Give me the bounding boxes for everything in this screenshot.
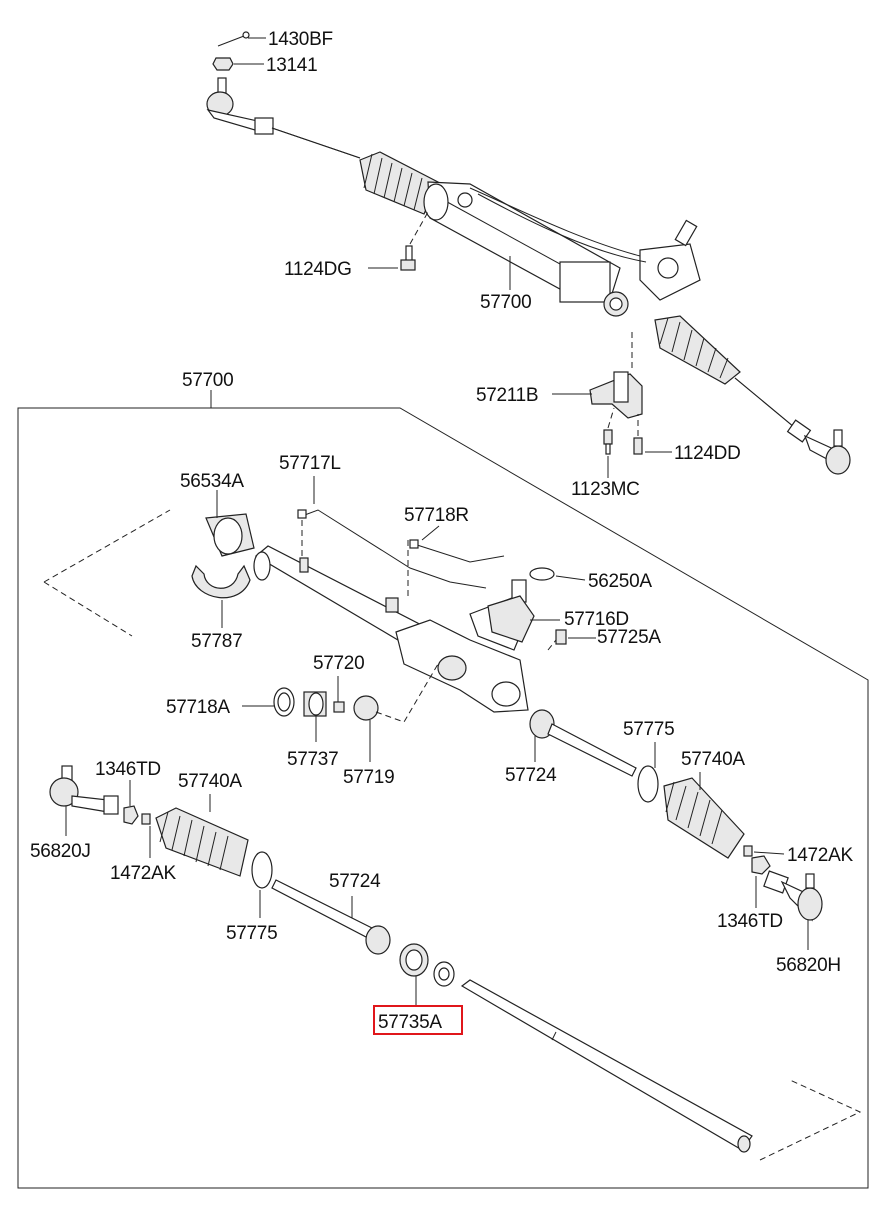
pipe-57718R[interactable] xyxy=(409,539,505,563)
nut-57720[interactable] xyxy=(333,701,345,713)
label-57717L[interactable]: 57717L xyxy=(279,453,341,474)
bushing-56534A[interactable] xyxy=(205,513,255,557)
label-57719[interactable]: 57719 xyxy=(343,767,395,788)
bolt-57725A[interactable] xyxy=(547,629,567,651)
label-1430BF[interactable]: 1430BF xyxy=(268,29,333,50)
highlight-box-57735A xyxy=(373,1005,463,1035)
bolt-1124DD[interactable] xyxy=(633,437,643,455)
bushing-57737[interactable] xyxy=(303,691,327,717)
label-57700-top[interactable]: 57700 xyxy=(480,292,532,313)
top-leader-lines xyxy=(234,37,672,478)
label-57720[interactable]: 57720 xyxy=(313,653,365,674)
washer-lower[interactable] xyxy=(433,961,455,987)
lower-parts-illustration xyxy=(43,509,862,1161)
nut-1346TD-left[interactable] xyxy=(123,805,139,825)
label-57725A[interactable]: 57725A xyxy=(597,627,662,648)
label-13141[interactable]: 13141 xyxy=(266,55,318,76)
seal-57718A[interactable] xyxy=(273,687,295,717)
valve-57716D[interactable] xyxy=(487,595,535,643)
label-1472AK-right[interactable]: 1472AK xyxy=(787,845,854,866)
band-57775-left[interactable] xyxy=(251,851,273,889)
tie-rod-end-56820H[interactable] xyxy=(763,870,823,922)
label-56820J[interactable]: 56820J xyxy=(30,841,91,862)
label-56534A[interactable]: 56534A xyxy=(180,471,245,492)
rack-bar[interactable] xyxy=(460,979,753,1153)
label-57718R[interactable]: 57718R xyxy=(404,505,469,526)
exploded-view-frame xyxy=(17,390,869,1189)
top-assembly-illustration xyxy=(206,31,851,475)
nut-1472AK-right[interactable] xyxy=(743,845,753,857)
label-57737[interactable]: 57737 xyxy=(287,749,339,770)
nut-1346TD-right[interactable] xyxy=(751,855,771,875)
castle-nut-13141[interactable] xyxy=(212,57,234,71)
pipe-57717L[interactable] xyxy=(297,509,487,589)
label-56250A[interactable]: 56250A xyxy=(588,571,653,592)
label-57724-left[interactable]: 57724 xyxy=(329,871,381,892)
label-57700-box[interactable]: 57700 xyxy=(182,370,234,391)
label-57775-right[interactable]: 57775 xyxy=(623,719,675,740)
tie-rod-end-top-right[interactable] xyxy=(786,419,851,475)
bellows-top-right[interactable] xyxy=(654,315,741,385)
lower-leader-lines xyxy=(65,476,809,1006)
inner-tie-rod-57724-left[interactable] xyxy=(271,879,391,955)
label-1346TD-right[interactable]: 1346TD xyxy=(717,911,783,932)
part-labels: 1430BF 13141 1124DG 57700 57700 57211B 1… xyxy=(30,29,854,1035)
label-57716D[interactable]: 57716D xyxy=(564,609,629,630)
housing-tube-lower[interactable] xyxy=(253,545,529,713)
label-57740A-right[interactable]: 57740A xyxy=(681,749,746,770)
bracket-57211B[interactable] xyxy=(589,371,643,419)
label-57718A[interactable]: 57718A xyxy=(166,697,231,718)
tie-rod-end-56820J[interactable] xyxy=(49,765,119,815)
clamp-57787[interactable] xyxy=(191,564,251,599)
label-57740A-left[interactable]: 57740A xyxy=(178,771,243,792)
bushing-57735A[interactable] xyxy=(399,943,429,977)
label-56820H[interactable]: 56820H xyxy=(776,955,841,976)
gasket-56250A[interactable] xyxy=(529,567,555,581)
label-1472AK-left[interactable]: 1472AK xyxy=(110,863,177,884)
label-57775-left[interactable]: 57775 xyxy=(226,923,278,944)
band-57775-right[interactable] xyxy=(637,765,659,803)
label-1124DD[interactable]: 1124DD xyxy=(674,443,741,464)
label-57724-right[interactable]: 57724 xyxy=(505,765,557,786)
bellows-57740A-left[interactable] xyxy=(155,807,249,877)
nut-1472AK-left[interactable] xyxy=(141,813,151,825)
label-1124DG[interactable]: 1124DG xyxy=(284,259,352,280)
inner-tie-rod-57724-right[interactable] xyxy=(529,709,637,777)
label-57735A[interactable]: 57735A xyxy=(378,1012,443,1033)
plug-57719[interactable] xyxy=(353,695,379,721)
cotter-pin-1430BF[interactable] xyxy=(217,31,250,47)
label-1346TD-left[interactable]: 1346TD xyxy=(95,759,161,780)
rack-housing-57700[interactable] xyxy=(423,181,701,317)
tie-rod-end-top-left[interactable] xyxy=(206,77,274,135)
bolt-1123MC[interactable] xyxy=(603,429,613,455)
bellows-57740A-right[interactable] xyxy=(663,777,745,859)
label-1123MC[interactable]: 1123MC xyxy=(571,479,640,500)
label-57211B[interactable]: 57211B xyxy=(476,385,539,406)
label-57787[interactable]: 57787 xyxy=(191,631,243,652)
bolt-1124DG[interactable] xyxy=(400,245,416,271)
